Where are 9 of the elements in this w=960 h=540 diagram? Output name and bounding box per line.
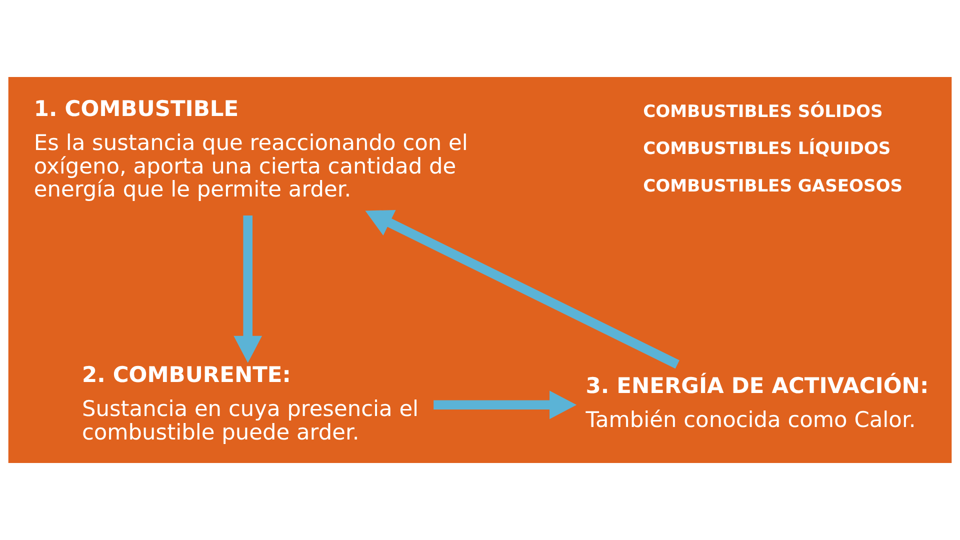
label: COMBUSTIBLES GASEOSOS bbox=[643, 176, 903, 196]
node-text: 1. COMBUSTIBLE Es la sustancia que reaccionando con el oxígeno, aporta una cierta cantidad de energía que le permite arder. bbox=[34, 97, 468, 203]
arrow bbox=[365, 210, 680, 369]
arrow bbox=[434, 390, 577, 420]
label: COMBUSTIBLES SÓLIDOS bbox=[643, 102, 883, 122]
node-text: 2. COMBURENTE: Sustancia en cuya presencia el combustible puede arder. bbox=[82, 362, 419, 446]
label: COMBUSTIBLES LÍQUIDOS bbox=[643, 139, 891, 160]
node-text: 3. ENERGÍA DE ACTIVACIÓN: También conocida como Calor. bbox=[586, 374, 929, 433]
arrow bbox=[234, 216, 262, 363]
